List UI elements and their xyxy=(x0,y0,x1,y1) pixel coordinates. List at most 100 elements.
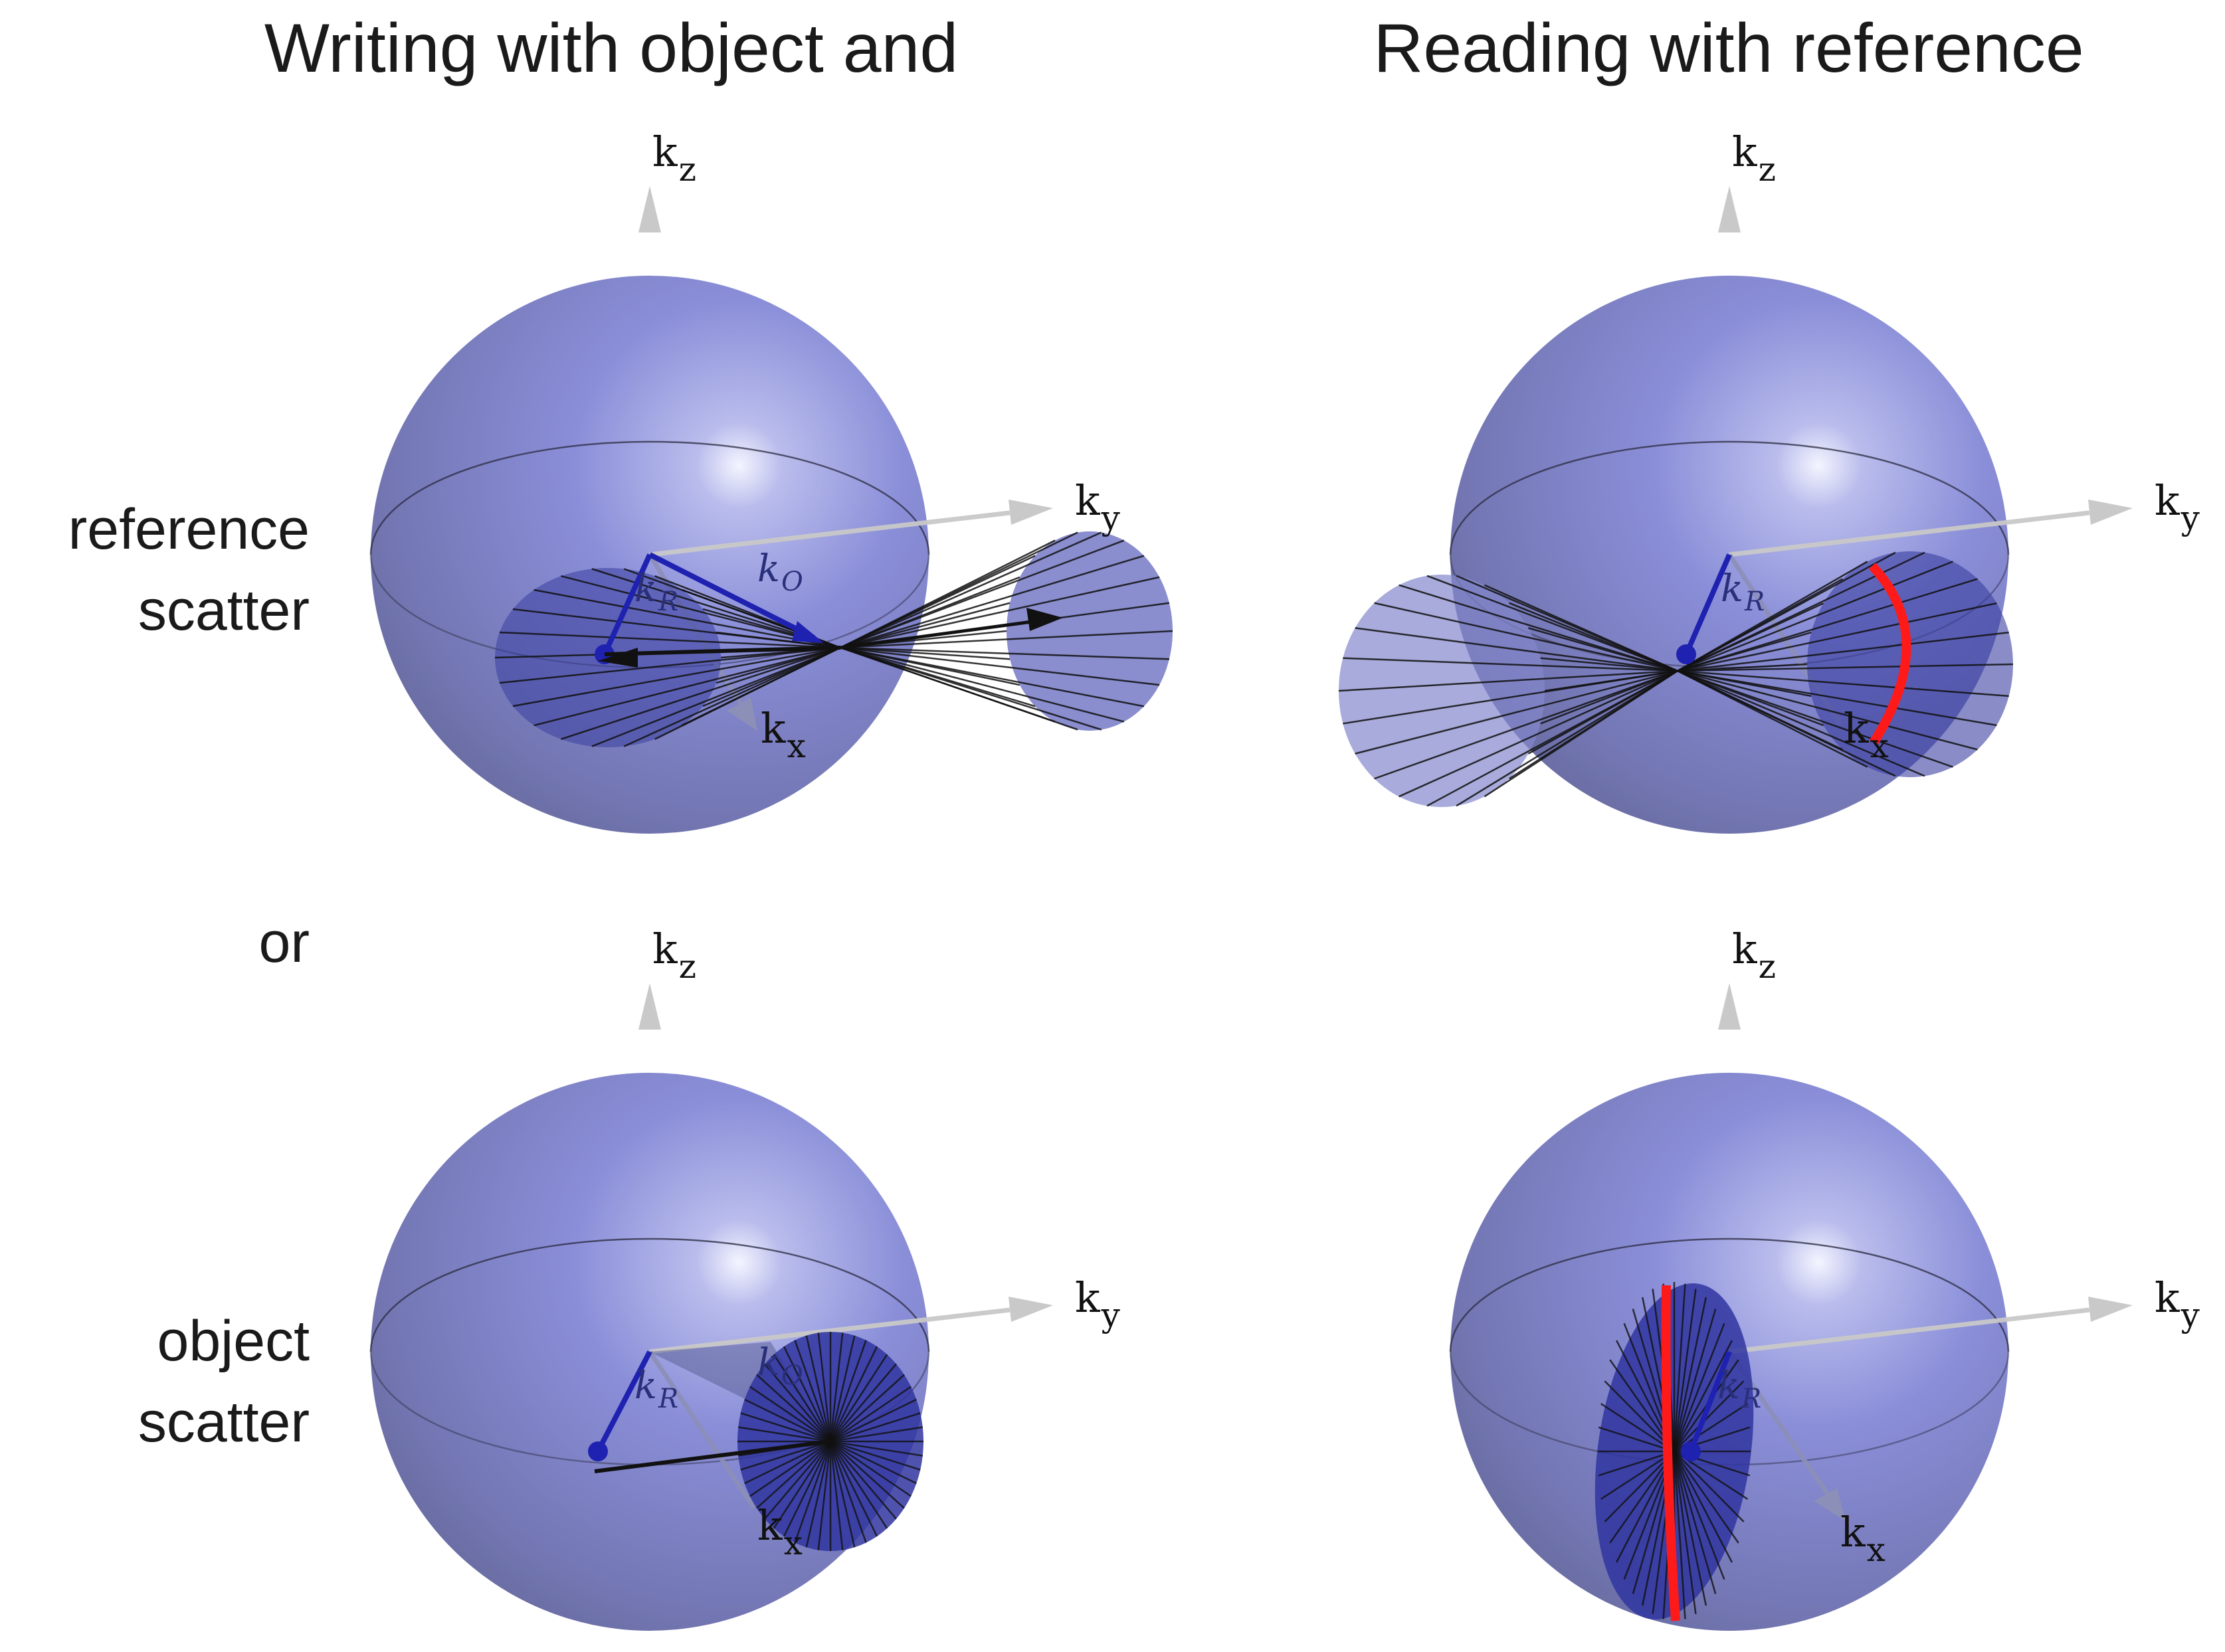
disc-ray xyxy=(783,1441,832,1537)
disc-ray xyxy=(829,1346,878,1442)
cone-ray xyxy=(533,646,841,727)
disc-ray xyxy=(829,1335,856,1442)
disc-ray xyxy=(738,1426,831,1443)
reading-cone-right-rays xyxy=(1677,551,2014,777)
disc-ray xyxy=(1673,1451,1686,1619)
cone-ray xyxy=(840,531,1102,649)
kR-label: kR xyxy=(634,1364,678,1414)
cone-ray xyxy=(1677,670,1868,768)
ky-axis xyxy=(649,1307,1011,1354)
cone-ray xyxy=(840,555,1145,649)
cone-ray xyxy=(1374,602,1678,672)
cone-ray xyxy=(1528,627,1678,672)
cone-ray xyxy=(1677,578,1978,672)
ky-axis xyxy=(1729,510,2090,557)
kx-axis xyxy=(648,1350,756,1509)
kO-label: kO xyxy=(757,547,803,597)
disc-ray xyxy=(1604,1451,1675,1522)
disc-ray xyxy=(1673,1297,1707,1452)
cone-ray xyxy=(1509,602,1678,672)
object-cone-rays xyxy=(840,531,1173,731)
cone-ray xyxy=(840,646,1036,707)
disc-ray xyxy=(773,1441,832,1529)
disc-ray xyxy=(830,1441,905,1509)
disc-ray xyxy=(830,1386,912,1443)
kz-label: kz xyxy=(1732,925,1776,986)
disc-ray xyxy=(830,1441,897,1520)
row-label-reference-scatter: scatter xyxy=(138,579,310,642)
ky-arrowhead xyxy=(2088,1297,2133,1322)
cone-ray xyxy=(840,646,1011,660)
cone-ray xyxy=(840,630,1173,649)
cone-ray xyxy=(840,531,1078,649)
disc-ray xyxy=(1673,1451,1707,1606)
panel-writing-reference-scatter: kz ky kx kR kO xyxy=(369,128,1173,834)
disc-ray xyxy=(749,1440,831,1497)
panel-writing-object-scatter: kz ky kx kR kO xyxy=(369,925,1121,1631)
disc-ray xyxy=(756,1441,831,1509)
disc-ray xyxy=(1598,1426,1675,1453)
cone-ray xyxy=(1677,663,1808,672)
disc-ray xyxy=(1673,1451,1739,1544)
disc-ray xyxy=(1674,1380,1745,1452)
kz-label: kz xyxy=(652,128,696,189)
kR-vector xyxy=(1684,553,1732,656)
grating-vector xyxy=(594,1439,831,1473)
kR-vector xyxy=(1688,1350,1732,1453)
panel-reading-reference-scatter: kz ky kx kR xyxy=(1338,128,2200,834)
cone-ray xyxy=(1399,584,1678,672)
disc-ray xyxy=(817,1441,832,1550)
kz-arrowhead xyxy=(638,186,661,232)
cone-ray xyxy=(1374,670,1678,780)
disc-ray xyxy=(764,1441,831,1520)
disc-ray xyxy=(830,1440,912,1497)
cone-ray xyxy=(1677,551,1896,672)
ky-axis xyxy=(1729,1307,2090,1354)
disc-ray xyxy=(1600,1403,1675,1453)
kR-label: kR xyxy=(1721,567,1765,617)
ky-arrowhead xyxy=(1009,500,1053,525)
kz-arrowhead xyxy=(638,983,661,1030)
ky-label: ky xyxy=(2155,476,2200,537)
cone-ray xyxy=(499,631,841,649)
disc-ray xyxy=(1674,1451,1745,1522)
cone-ray xyxy=(560,646,841,740)
kz-label: kz xyxy=(652,925,696,986)
cone-ray xyxy=(840,646,1169,660)
cone-ray xyxy=(716,631,841,649)
cone-ray xyxy=(840,539,1125,649)
disc-ray xyxy=(830,1440,917,1485)
ky-label: ky xyxy=(1075,1273,1121,1334)
cone-ray xyxy=(1355,627,1678,672)
disc-ray xyxy=(830,1412,921,1443)
diffracted-arrowhead xyxy=(1026,608,1063,631)
disc-ray xyxy=(740,1440,831,1471)
kR-label: kR xyxy=(1717,1364,1761,1414)
disc-ray xyxy=(794,1340,832,1442)
ky-axis xyxy=(649,510,1011,557)
ky-arrowhead xyxy=(2088,500,2133,525)
disc-ray xyxy=(773,1354,832,1442)
cone-ray xyxy=(591,646,841,747)
cone-ray xyxy=(840,646,1160,686)
cone-ray xyxy=(1677,670,1925,777)
cone-ray xyxy=(840,646,1056,723)
disc-ray xyxy=(1600,1450,1675,1500)
cone-ray xyxy=(1456,670,1678,807)
disc-ray xyxy=(764,1363,831,1442)
cone-ray xyxy=(1677,561,1868,672)
cone-ray xyxy=(623,646,841,747)
cone-ray xyxy=(654,646,841,740)
kx-label: kx xyxy=(1844,704,1889,765)
disc-ray xyxy=(829,1441,888,1529)
cone-ray xyxy=(1677,670,1978,751)
cone-ray xyxy=(1426,670,1678,807)
reconstruction-line xyxy=(1661,1285,1680,1621)
ky-label: ky xyxy=(2155,1273,2200,1334)
kO-vector-tip xyxy=(792,621,824,643)
kz-arrowhead xyxy=(1718,983,1741,1030)
disc-ray xyxy=(756,1374,831,1442)
ky-arrowhead xyxy=(1009,1297,1053,1322)
disc-ray xyxy=(829,1332,844,1442)
cone-ray xyxy=(1338,670,1678,692)
